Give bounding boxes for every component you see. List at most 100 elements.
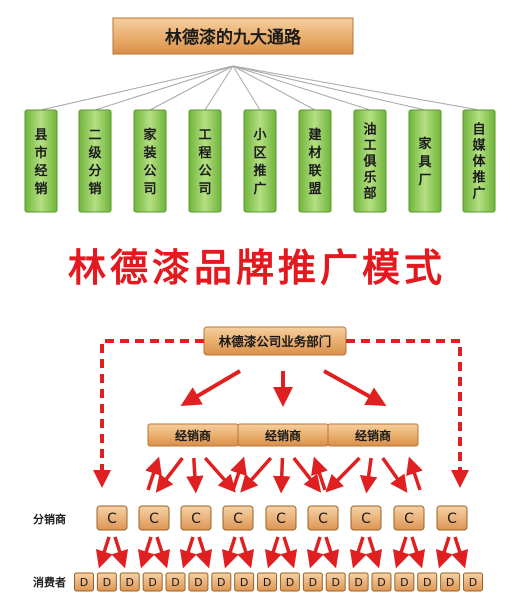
distributor-box: C bbox=[180, 505, 212, 531]
consumer-mark: D bbox=[309, 576, 317, 589]
consumer-box: D bbox=[119, 572, 140, 592]
channel-label: 小区推广 bbox=[253, 128, 266, 197]
dealer-label: 经销商 bbox=[355, 428, 391, 443]
dashed-route-right bbox=[346, 339, 469, 488]
nine-channels-title: 林德漆的九大通路 bbox=[165, 27, 302, 48]
consumer-mark: D bbox=[400, 576, 408, 589]
channel-box: 建材联盟 bbox=[298, 109, 332, 213]
consumer-box: D bbox=[257, 572, 278, 592]
nine-channels-title-box: 林德漆的九大通路 bbox=[112, 17, 354, 55]
dealer-box: 经销商 bbox=[147, 423, 239, 447]
consumer-box: D bbox=[211, 572, 232, 592]
consumer-arrow bbox=[221, 536, 239, 569]
dealer-arrow bbox=[186, 457, 204, 494]
channel-label: 家装公司 bbox=[142, 127, 157, 197]
dealer-arrow bbox=[381, 456, 408, 493]
consumer-arrow bbox=[264, 536, 282, 569]
consumer-box: D bbox=[165, 572, 186, 592]
consumer-arrow bbox=[153, 536, 171, 569]
consumer-row-label: 消费者 bbox=[33, 575, 66, 589]
dealer-arrow bbox=[155, 456, 184, 493]
consumer-box: D bbox=[142, 572, 163, 592]
consumer-box: D bbox=[96, 572, 117, 592]
consumer-mark: D bbox=[171, 576, 179, 589]
distributor-mark: C bbox=[361, 511, 371, 527]
consumer-box: D bbox=[302, 572, 323, 592]
consumer-mark: D bbox=[148, 576, 156, 589]
dealer-arrow bbox=[292, 456, 322, 493]
distributor-mark: C bbox=[404, 511, 414, 527]
distributor-mark: C bbox=[447, 511, 457, 527]
dealer-arrow bbox=[273, 457, 291, 494]
channel-label: 二级分销 bbox=[88, 128, 102, 197]
department-label: 林德漆公司业务部门 bbox=[219, 334, 332, 349]
channel-label: 工程公司 bbox=[198, 128, 211, 197]
connector-line bbox=[232, 65, 371, 111]
dealer-arrow bbox=[325, 456, 361, 493]
channel-box: 小区推广 bbox=[243, 109, 277, 213]
consumer-mark: D bbox=[103, 576, 111, 589]
consumer-mark: D bbox=[354, 576, 362, 589]
distributor-box: C bbox=[265, 505, 297, 531]
channel-label: 县市经销 bbox=[34, 128, 47, 197]
consumer-arrow bbox=[392, 536, 410, 569]
channel-box: 家装公司 bbox=[133, 109, 167, 213]
consumer-arrow bbox=[365, 536, 383, 569]
dealer-arrow bbox=[203, 456, 236, 493]
distributor-box: C bbox=[350, 505, 382, 531]
connector-line bbox=[232, 65, 261, 111]
consumer-box: D bbox=[279, 572, 300, 592]
consumer-box: D bbox=[348, 572, 369, 592]
dealer-box: 经销商 bbox=[237, 423, 329, 447]
consumer-arrow bbox=[451, 536, 469, 569]
distributor-box: C bbox=[436, 505, 468, 531]
consumer-arrow bbox=[306, 536, 324, 569]
distributor-box: C bbox=[307, 505, 339, 531]
channel-label: 自媒体推广 bbox=[472, 121, 486, 201]
dealer-arrow bbox=[359, 457, 378, 494]
consumer-box: D bbox=[371, 572, 392, 592]
distributor-box: C bbox=[138, 505, 170, 531]
channel-label: 油工俱乐部 bbox=[362, 121, 376, 201]
channel-box: 县市经销 bbox=[24, 109, 58, 213]
connector-line bbox=[232, 65, 316, 111]
consumer-box: D bbox=[463, 572, 483, 592]
consumer-arrow bbox=[322, 536, 340, 569]
consumer-box: D bbox=[188, 572, 209, 592]
consumer-arrow bbox=[237, 536, 255, 569]
consumer-arrow bbox=[195, 536, 213, 569]
connector-line bbox=[94, 65, 234, 111]
channel-box: 二级分销 bbox=[78, 109, 112, 213]
consumer-box: D bbox=[234, 572, 255, 592]
distributor-to-consumer-arrows bbox=[95, 536, 469, 569]
distributor-box: C bbox=[96, 505, 128, 531]
distributor-mark: C bbox=[233, 511, 243, 527]
channel-boxes: 县市经销 二级分销 家装公司 工程公司 小区推广 建材联盟 油工俱乐部 家具厂 自媒体推广 bbox=[24, 109, 496, 213]
dashed-route-left bbox=[93, 339, 204, 488]
channel-box: 油工俱乐部 bbox=[353, 109, 387, 213]
consumer-arrow bbox=[280, 536, 298, 569]
brand-promotion-title: 林德漆品牌推广模式 bbox=[68, 245, 446, 290]
connector-line bbox=[232, 65, 480, 111]
return-arrow bbox=[230, 456, 247, 491]
channel-box: 自媒体推广 bbox=[462, 109, 496, 213]
channel-box: 家具厂 bbox=[408, 109, 442, 213]
distributor-mark: C bbox=[318, 511, 328, 527]
connector-lines bbox=[40, 65, 480, 111]
consumer-mark: D bbox=[263, 576, 271, 589]
consumer-mark: D bbox=[423, 576, 431, 589]
consumer-mark: D bbox=[126, 576, 134, 589]
department-to-dealer-arrows bbox=[180, 369, 387, 407]
consumer-arrow bbox=[95, 536, 113, 569]
connector-line bbox=[204, 65, 234, 111]
consumer-mark: D bbox=[469, 576, 477, 589]
consumer-mark: D bbox=[446, 576, 454, 589]
consumer-mark: D bbox=[194, 576, 202, 589]
channel-box: 工程公司 bbox=[188, 109, 222, 213]
consumer-arrow bbox=[111, 536, 129, 569]
dealer-arrow bbox=[240, 456, 273, 493]
consumer-box: D bbox=[417, 572, 438, 592]
